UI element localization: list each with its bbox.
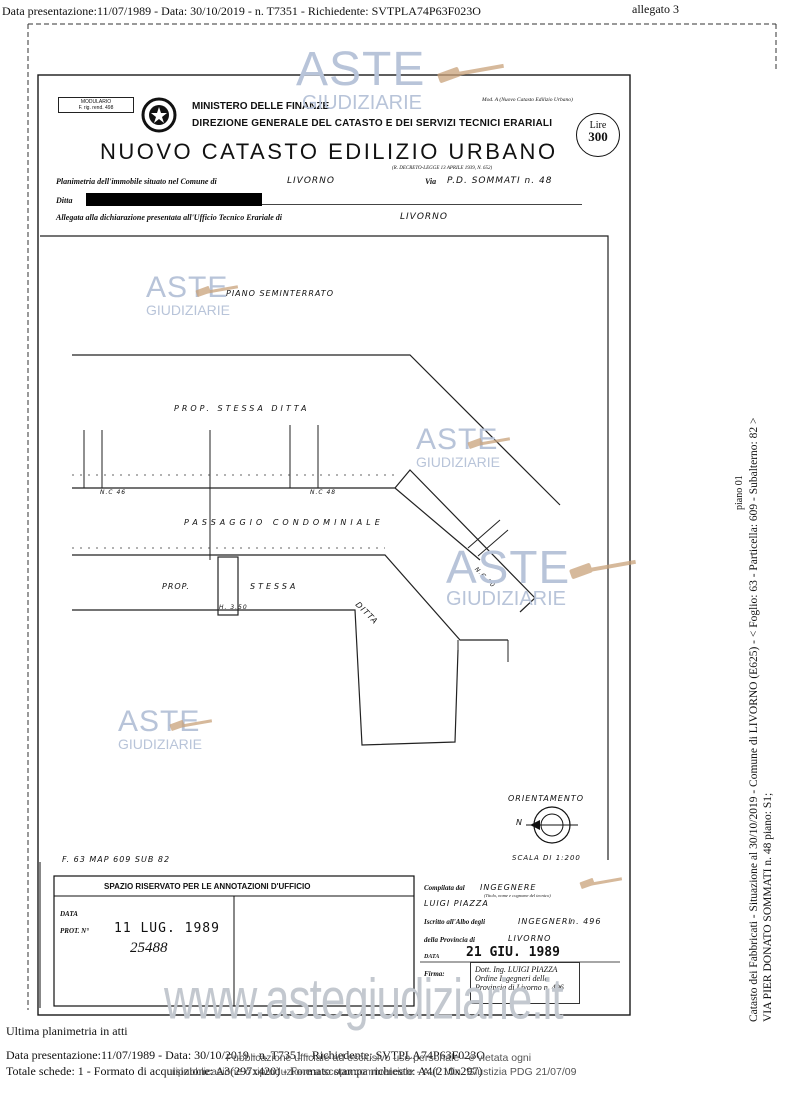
engineer-stamp: Dott. Ing. LUIGI PIAZZA Ordine Ingegneri… — [470, 962, 580, 1004]
reception-stamp-date: 11 LUG. 1989 — [114, 921, 220, 936]
label-nc46: N.C 46 — [100, 489, 127, 496]
label-height: H. 3.50 — [219, 604, 248, 611]
document-title: NUOVO CATASTO EDILIZIO URBANO — [100, 139, 558, 164]
label-prop-bottom-2: STESSA — [250, 582, 299, 591]
albo-number: n. 496 — [570, 917, 602, 926]
via-label: Via — [425, 177, 437, 186]
presentation-header: Data presentazione:11/07/1989 - Data: 30… — [2, 4, 481, 18]
stamp-line-1: Dott. Ing. LUIGI PIAZZA — [475, 965, 558, 974]
corridor-bottom-wall — [72, 554, 508, 641]
watermark-aste: ASTE — [146, 271, 229, 304]
redacted-owner — [86, 193, 262, 206]
lire-stamp: Lire 300 — [576, 113, 620, 157]
side-cadastre-info: Catasto dei Fabbricati - Situazione al 3… — [748, 417, 760, 1022]
watermark-aste: ASTE — [416, 423, 499, 456]
annotation-title: SPAZIO RISERVATO PER LE ANNOTAZIONI D'UF… — [104, 882, 311, 891]
floor-label: PIANO SEMINTERRATO — [226, 289, 334, 298]
watermark-logo-bottom: ASTE GIUDIZIARIE — [118, 705, 203, 753]
stamp-line-2: Ordine Ingegneri della — [475, 974, 549, 983]
watermark-giudiziarie: GIUDIZIARIE — [146, 302, 231, 318]
north-label: N — [516, 818, 523, 827]
allegato-label: allegato 3 — [632, 2, 679, 16]
modulario-label: MODULARIO — [80, 99, 112, 105]
protocol-number: 25488 — [130, 940, 168, 956]
scale-label: SCALA DI 1:200 — [512, 854, 581, 862]
engineer-title: INGEGNERE — [480, 883, 537, 892]
footer-line-2: Totale schede: 1 - Formato di acquisizio… — [6, 1064, 483, 1078]
footer-line-1: Data presentazione:11/07/1989 - Data: 30… — [6, 1048, 485, 1062]
ministry-name: MINISTERO DELLE FINANZE — [192, 101, 330, 112]
via-value: P.D. SOMMATI n. 48 — [447, 176, 553, 186]
provincia-value: LIVORNO — [508, 934, 552, 943]
watermark-giudiziarie: GIUDIZIARIE — [118, 736, 203, 752]
stamp-line-3: Provincia di Livorno n. 496 — [475, 983, 564, 992]
lower-boundary — [72, 609, 459, 746]
compilata-label: Compilata dal — [424, 884, 465, 892]
watermark-giudiziarie: GIUDIZIARIE — [302, 92, 423, 114]
comune-value: LIVORNO — [287, 176, 335, 186]
engineer-name: LUIGI PIAZZA — [424, 899, 489, 908]
decree-reference: (R. DECRETO-LEGGE 13 APRILE 1939, N. 652… — [392, 166, 493, 171]
watermark-logo-mid: ASTE GIUDIZIARIE — [416, 423, 501, 471]
plan-area-border — [40, 235, 609, 860]
label-prop-bottom-1: PROP. — [162, 582, 190, 591]
iscritto-label: Iscritto all'Albo degli — [424, 918, 486, 926]
watermark-logo-top: ASTE GIUDIZIARIE — [296, 43, 426, 115]
modulario-box: MODULARIO F. rig. rend. 498 — [58, 97, 134, 113]
watermark-logo-right: ASTE GIUDIZIARIE — [446, 541, 571, 611]
modulario-number: F. rig. rend. 498 — [78, 105, 114, 111]
compass-icon — [526, 806, 578, 844]
annotation-data-label: DATA — [60, 910, 78, 918]
albo-value: INGEGNERI — [518, 917, 572, 926]
planimetria-label: Planimetria dell'immobile situato nel Co… — [56, 177, 217, 186]
lire-value: 300 — [588, 129, 608, 144]
label-nc48: N.C 48 — [310, 489, 337, 496]
upper-boundary — [72, 354, 561, 506]
compilata-sub: (Titolo, nome e cognome del tecnico) — [484, 893, 551, 898]
watermark-notice-2: ripubblicazione o riproduzione a scopo c… — [172, 1066, 577, 1078]
diagonal-wing — [394, 469, 536, 613]
cadastral-ref: F. 63 MAP 609 SUB 82 — [62, 855, 171, 864]
watermark-aste: ASTE — [446, 541, 571, 593]
watermark-giudiziarie: GIUDIZIARIE — [416, 454, 501, 470]
allegata-label: Allegata alla dichiarazione presentata a… — [56, 213, 282, 222]
orientamento-label: ORIENTAMENTO — [508, 794, 585, 803]
label-passaggio: PASSAGGIO CONDOMINIALE — [184, 518, 384, 527]
watermark-notice-1: Pubblicazione ufficiale ad esclusivo uso… — [226, 1052, 532, 1064]
label-prop-top: PROP. STESSA DITTA — [174, 404, 310, 413]
stair-room — [217, 556, 239, 616]
side-address-info: VIA PIER DONATO SOMMATI n. 48 piano: S1; — [762, 792, 774, 1022]
ditta-line — [262, 204, 582, 205]
annotation-prot-label: PROT. N° — [60, 927, 89, 935]
watermark-aste: ASTE — [118, 705, 201, 738]
watermark-aste: ASTE — [296, 43, 426, 96]
lire-label: Lire — [589, 120, 607, 131]
direzione-generale: DIREZIONE GENERALE DEL CATASTO E DEI SER… — [192, 118, 553, 129]
firma-label: Firma: — [424, 970, 445, 978]
signature-date: 21 GIU. 1989 — [466, 945, 560, 960]
provincia-label: della Provincia di — [424, 936, 475, 944]
ufficio-value: LIVORNO — [400, 212, 448, 222]
italian-emblem-icon — [141, 97, 177, 133]
watermark-logo-left: ASTE GIUDIZIARIE — [146, 271, 231, 319]
model-reference: Mod. A (Nuovo Catasto Edilizio Urbano) — [482, 97, 573, 103]
ultima-planimetria: Ultima planimetria in atti — [6, 1024, 128, 1038]
sign-data-label: DATA — [424, 954, 440, 960]
side-piano-code: piano 01 — [734, 475, 745, 510]
watermark-giudiziarie: GIUDIZIARIE — [446, 588, 567, 610]
watermark-site: www.astegiudiziarie.it — [164, 968, 564, 1032]
ditta-label: Ditta — [56, 196, 73, 205]
